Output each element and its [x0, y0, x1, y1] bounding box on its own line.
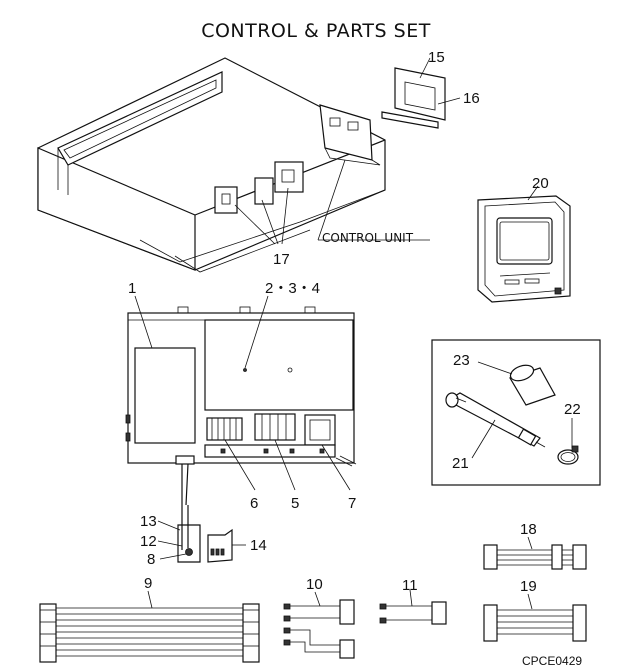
callout-11: 11 — [402, 577, 418, 594]
callout-19: 19 — [520, 578, 537, 595]
callout-14: 14 — [250, 537, 267, 554]
control-unit-label: CONTROL UNIT — [322, 231, 414, 245]
callout-6: 6 — [250, 495, 258, 512]
control-box-assembly — [125, 306, 357, 506]
callout-9: 9 — [144, 575, 152, 592]
callout-17: 17 — [273, 251, 290, 268]
indoor-unit-drawing: CONTROL UNIT 17 — [37, 57, 430, 273]
harness-9 — [39, 603, 260, 663]
callout-22: 22 — [564, 401, 581, 418]
callout-10: 10 — [306, 576, 323, 593]
connector-14 — [207, 528, 233, 563]
figure-code: CPCE0429 — [522, 654, 582, 668]
callout-12: 12 — [140, 533, 157, 550]
cover-plate-15 — [394, 67, 446, 121]
harness-10 — [283, 599, 355, 659]
control-box-bracket — [319, 104, 381, 166]
bracket-17-c — [274, 161, 304, 193]
callout-13: 13 — [140, 513, 157, 530]
harness-11 — [379, 601, 447, 625]
insulation-tube-23 — [509, 364, 556, 406]
callout-18: 18 — [520, 521, 537, 538]
callout-23: 23 — [453, 352, 470, 369]
callout-1: 1 — [128, 280, 136, 297]
callout-2-3-4: 2・3・4 — [265, 280, 320, 297]
harness-19 — [483, 604, 587, 642]
callout-21: 21 — [452, 455, 469, 472]
accessory-box — [431, 339, 601, 486]
callout-5: 5 — [291, 495, 299, 512]
hose-clamp-22 — [557, 445, 579, 465]
terminal-block-5 — [254, 413, 296, 441]
terminal-block-6 — [206, 417, 243, 441]
callout-20: 20 — [532, 175, 549, 192]
callout-7: 7 — [348, 495, 356, 512]
transformer-7 — [304, 414, 336, 446]
connector-holder-13 — [177, 505, 201, 563]
pcb-2-3-4 — [204, 319, 354, 411]
remote-controller-20 — [477, 195, 571, 303]
callout-8: 8 — [147, 551, 155, 568]
callout-15: 15 — [428, 49, 445, 66]
diagram-title: CONTROL & PARTS SET — [201, 20, 431, 42]
cover-plate-16 — [381, 111, 439, 129]
bracket-17-a — [214, 186, 238, 214]
drain-hose-21 — [445, 392, 546, 448]
pcb-1 — [134, 347, 196, 444]
harness-18 — [483, 544, 587, 570]
bracket-17-b — [254, 177, 274, 205]
callout-16: 16 — [463, 90, 480, 107]
